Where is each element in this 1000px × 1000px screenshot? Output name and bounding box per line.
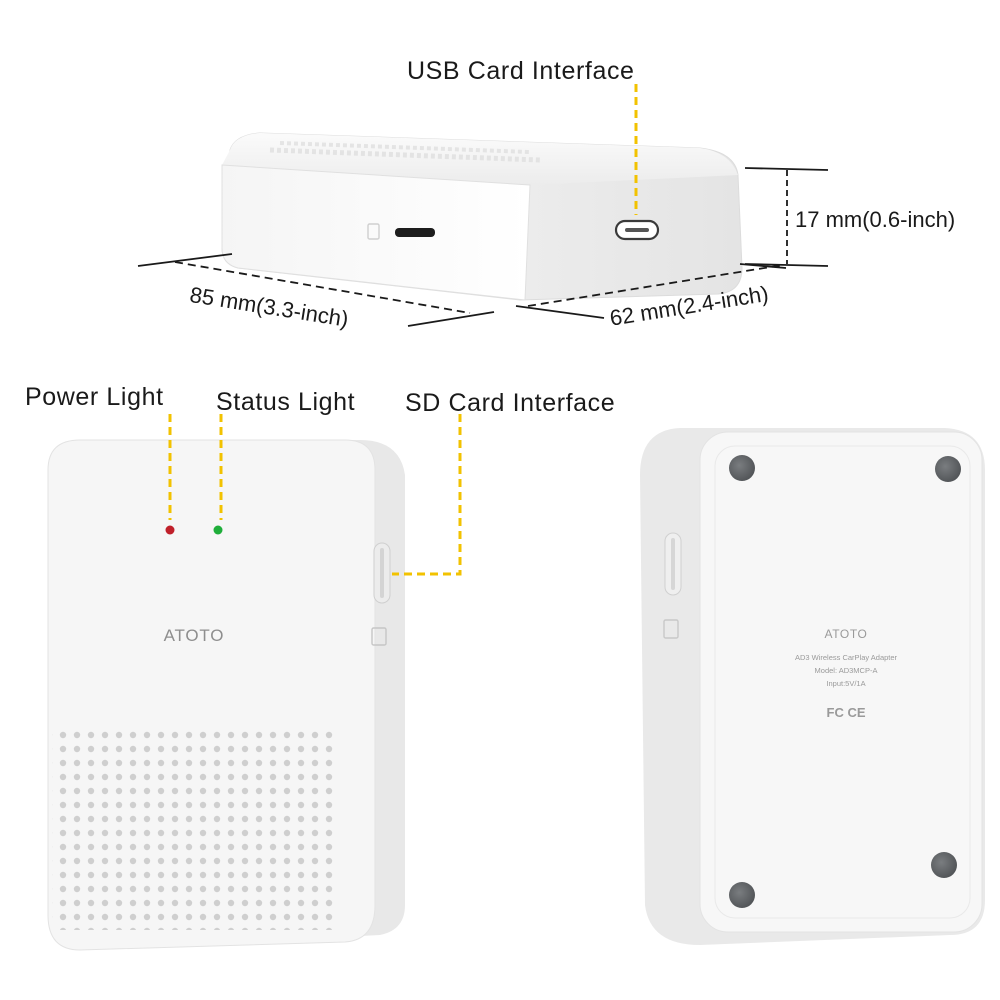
rubber-foot bbox=[931, 852, 957, 878]
brand-logo-back: ATOTO bbox=[824, 627, 867, 641]
sd-leader-line bbox=[392, 414, 462, 576]
rubber-foot bbox=[935, 456, 961, 482]
speaker-grille bbox=[52, 725, 338, 930]
status-led bbox=[213, 525, 223, 535]
product-name-print: AD3 Wireless CarPlay Adapter bbox=[795, 653, 898, 662]
sd-card-icon-back bbox=[663, 619, 679, 639]
sd-card-interface-label: SD Card Interface bbox=[405, 389, 616, 417]
model-print: Model: AD3MCP-A bbox=[815, 666, 878, 675]
power-led bbox=[165, 525, 175, 535]
rubber-foot bbox=[729, 882, 755, 908]
sd-slot-side bbox=[395, 228, 435, 237]
brand-logo-front: ATOTO bbox=[164, 626, 225, 645]
device-front-view bbox=[47, 439, 405, 951]
dimension-lines bbox=[137, 167, 829, 327]
sd-card-icon-front bbox=[371, 627, 387, 646]
input-rating-print: Input:5V/1A bbox=[826, 679, 865, 688]
usb-card-interface-label: USB Card Interface bbox=[407, 57, 635, 85]
leader-lines bbox=[168, 84, 638, 576]
certification-marks: FC CE bbox=[827, 705, 866, 720]
rubber-foot bbox=[729, 455, 755, 481]
device-back-view bbox=[640, 428, 985, 945]
sd-card-icon-side bbox=[367, 223, 380, 240]
height-dimension-label: 17 mm(0.6-inch) bbox=[795, 207, 956, 232]
device-side-view bbox=[221, 132, 743, 301]
power-light-label: Power Light bbox=[25, 383, 164, 411]
status-light-label: Status Light bbox=[216, 388, 356, 416]
